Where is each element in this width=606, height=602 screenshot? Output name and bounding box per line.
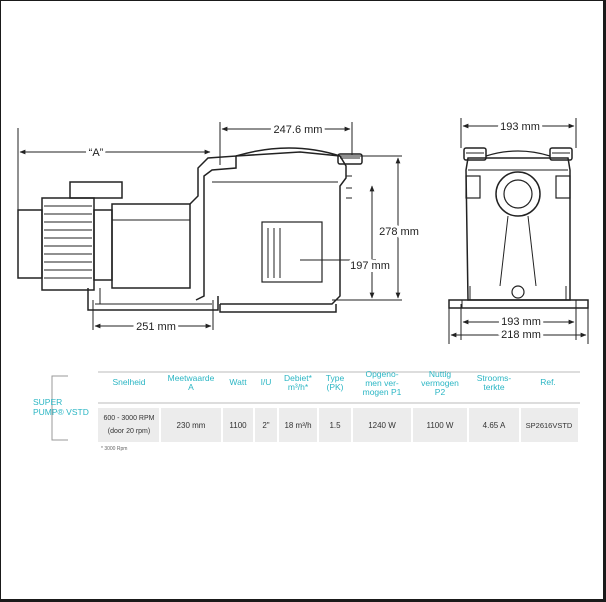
dim-front-base-inner-label: 193 mm — [501, 316, 541, 328]
cell-watt: 1100 — [229, 421, 247, 430]
dim-inlet-height-label: 197 mm — [350, 260, 390, 272]
header-p1: Opgeno- men ver- mogen P1 — [362, 369, 402, 397]
dim-length-label: 247.6 mm — [274, 124, 323, 136]
header-watt: Watt — [229, 377, 247, 387]
header-debiet: Debiet* m³/h* — [284, 373, 312, 392]
product-label: SUPER PUMP® VSTD — [33, 397, 89, 417]
header-stroomsterkte: Strooms- terkte — [476, 373, 512, 392]
header-iu: I/U — [260, 377, 272, 387]
dim-front-width-top-label: 193 mm — [500, 121, 540, 133]
dim-total-height-label: 278 mm — [379, 226, 419, 238]
cell-stroomsterkte: 4.65 A — [482, 421, 506, 430]
cell-ref: SP2616VSTD — [525, 421, 573, 430]
cell-meetwaarde: 230 mm — [176, 421, 206, 430]
cell-p2: 1100 W — [426, 421, 454, 430]
footnote: * 3000 Rpm — [101, 446, 128, 452]
header-p2: Nuttig vermogen P2 — [421, 369, 459, 397]
cell-type: 1.5 — [329, 421, 341, 430]
header-meetwaarde: Meetwaarde A — [167, 373, 215, 392]
dim-base-label: 251 mm — [136, 321, 176, 333]
cell-iu: 2" — [262, 421, 270, 430]
cell-speed-step: (door 20 rpm) — [107, 428, 151, 435]
dim-a-label: “A” — [89, 147, 104, 159]
spec-row-background — [98, 408, 578, 442]
cell-debiet: 18 m³/h — [284, 421, 312, 430]
dim-front-base-outer-label: 218 mm — [501, 329, 541, 341]
header-snelheid: Snelheid — [112, 377, 146, 387]
cell-p1: 1240 W — [368, 421, 396, 430]
header-type: Type (PK) — [325, 373, 345, 392]
cell-speed-range: 600 - 3000 RPM — [103, 415, 155, 422]
header-ref: Ref. — [540, 377, 556, 387]
